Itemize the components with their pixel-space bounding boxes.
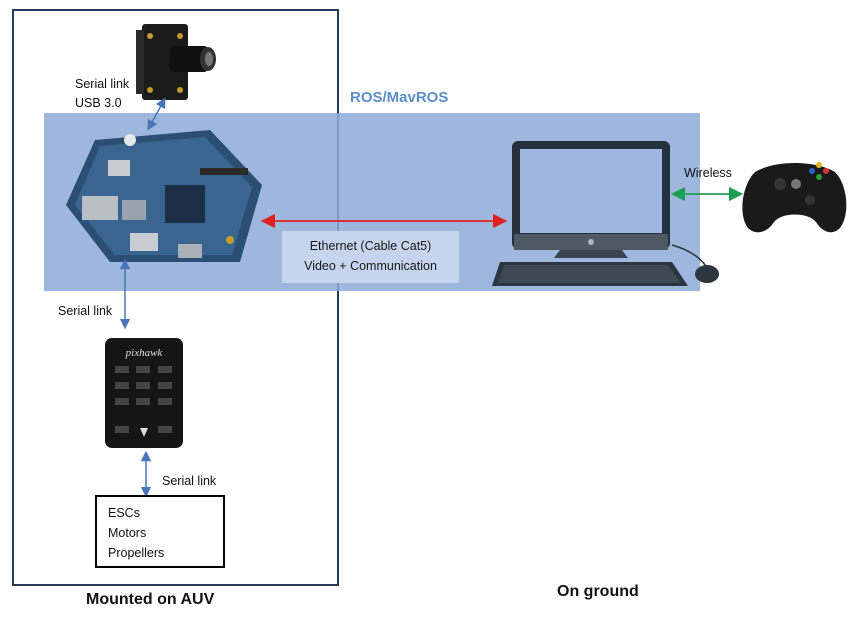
desktop-computer-icon xyxy=(512,141,670,258)
esc-line: ESCs xyxy=(108,506,140,520)
ethernet-label-line1: Ethernet (Cable Cat5) xyxy=(309,239,432,253)
ethernet-label-line2: Video + Communication xyxy=(304,259,437,273)
auv-label: Mounted on AUV xyxy=(86,591,215,608)
camera-link-label: Serial link USB 3.0 xyxy=(75,77,130,110)
ground-label: On ground xyxy=(557,583,639,600)
ros-label: ROS/MavROS xyxy=(350,89,449,106)
gamepad-icon xyxy=(742,162,847,233)
esc-motor-box: ESCs Motors Propellers xyxy=(95,495,225,568)
board-pixhawk-link-label: Serial link xyxy=(58,304,113,318)
motors-line: Motors xyxy=(108,526,147,540)
camera-module-icon xyxy=(136,24,216,100)
pixhawk-controller-icon: pixhawk xyxy=(105,338,183,448)
auv-boundary xyxy=(12,9,339,586)
camera-board-arrow xyxy=(147,97,166,131)
pixhawk-logo-text: pixhawk xyxy=(125,347,164,359)
propellers-line: Propellers xyxy=(108,546,165,560)
single-board-computer-icon xyxy=(66,130,262,262)
mouse-icon xyxy=(671,244,719,283)
pixhawk-esc-link-label: Serial link xyxy=(162,474,217,488)
wireless-label: Wireless xyxy=(684,166,732,180)
keyboard-icon xyxy=(492,262,688,286)
ethernet-label-box: Ethernet (Cable Cat5) Video + Communicat… xyxy=(282,231,459,283)
